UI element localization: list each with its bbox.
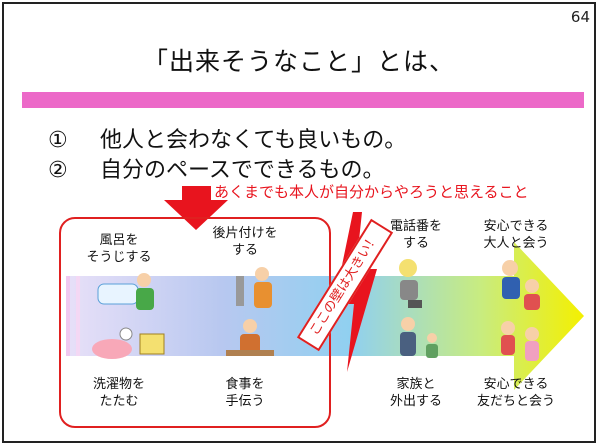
title-underline-bar: [22, 92, 584, 108]
label-meal-help: 食事を手伝う: [225, 377, 265, 409]
item-number: ②: [48, 158, 68, 183]
bath-cleaning-illustration: [97, 273, 154, 310]
label-laundry: 洗濯物をたたむ: [92, 377, 145, 409]
red-down-arrow-icon: [164, 186, 228, 230]
label-family-outing: 家族と外出する: [389, 377, 442, 409]
family-outing-illustration: [400, 317, 438, 358]
item-text: 自分のペースでできるもの。: [100, 158, 385, 183]
item-number: ①: [48, 128, 68, 153]
label-cleanup: 後片付けをする: [212, 226, 278, 258]
item-text: 他人と会わなくても良いもの。: [100, 128, 407, 153]
label-phone: 電話番をする: [389, 219, 442, 251]
list-item: ① 他人と会わなくても良いもの。: [48, 122, 406, 154]
label-bath-cleaning: 風呂をそうじする: [86, 233, 152, 265]
page-number: 64: [570, 8, 590, 26]
meal-help-illustration: [226, 319, 274, 356]
slide-title: 「出来そうなこと」とは、: [142, 47, 455, 76]
phone-illustration: [399, 259, 422, 308]
label-meet-friend: 安心できる友だちと会う: [476, 377, 555, 409]
laundry-illustration: [92, 327, 165, 359]
emphasis-note: あくまでも本人が自分からやろうと思えること: [214, 183, 529, 201]
label-meet-adult: 安心できる大人と会う: [483, 219, 549, 251]
list-item: ② 自分のペースでできるもの。: [48, 152, 384, 184]
cleanup-illustration: [236, 267, 272, 308]
meet-adult-illustration: [502, 260, 540, 310]
meet-friend-illustration: [501, 321, 539, 361]
